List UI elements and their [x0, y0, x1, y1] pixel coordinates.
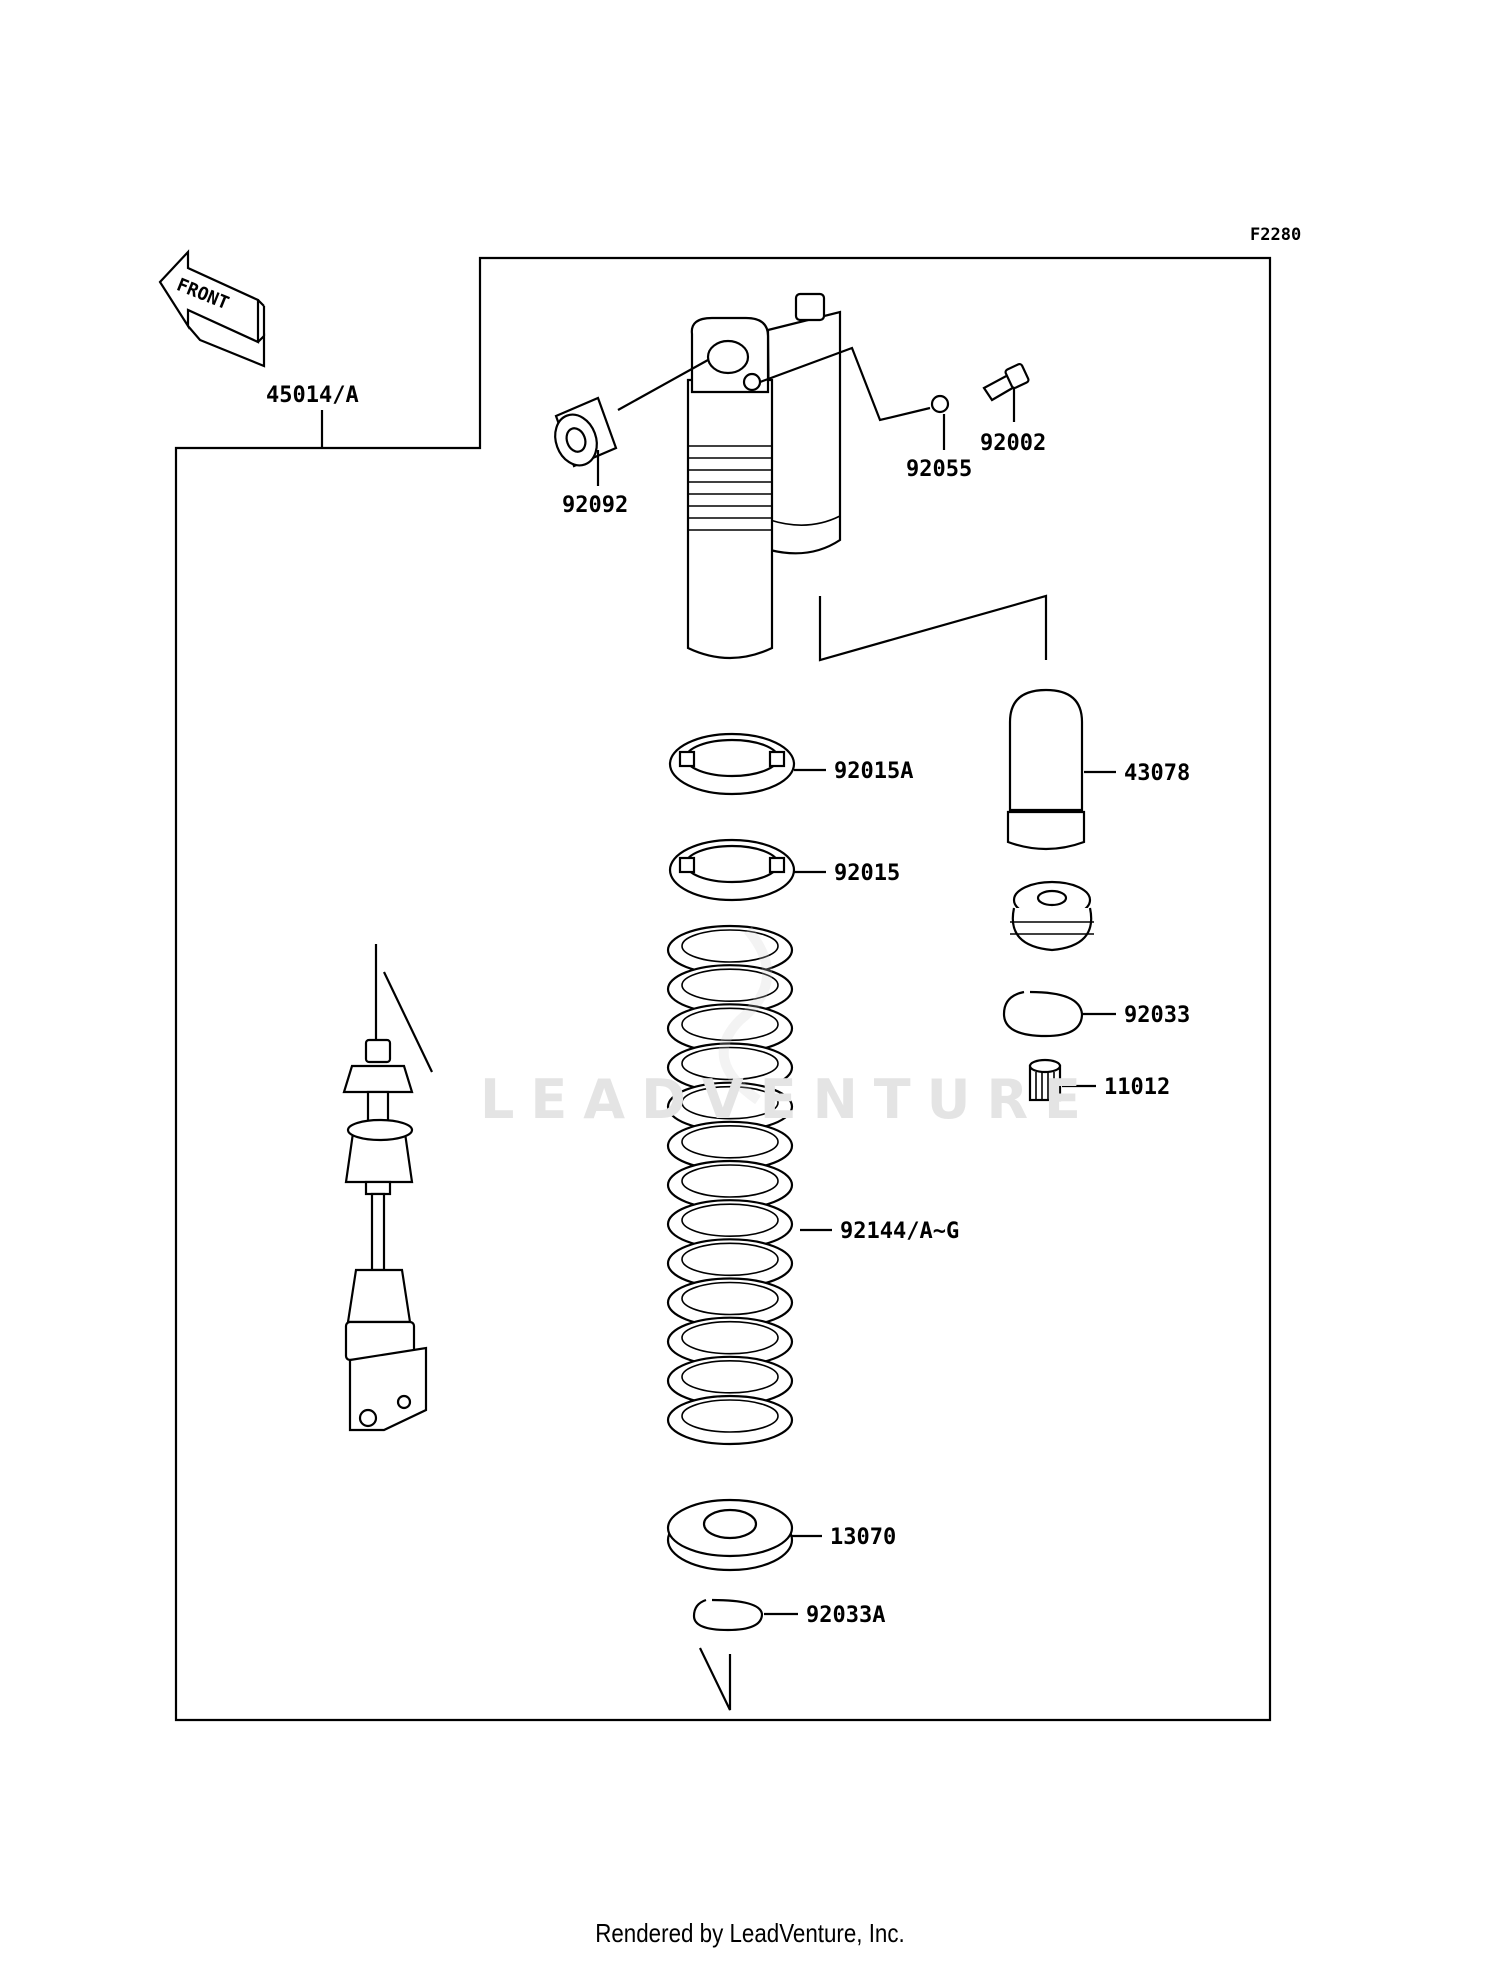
label-92055: 92055: [906, 457, 972, 482]
spring-coil-inner: [681, 1164, 779, 1198]
front-arrow-icon: FRONT: [158, 249, 266, 368]
assembly-bracket: [174, 256, 1272, 1722]
oring-92055: [759, 346, 950, 450]
watermark-logo: [718, 926, 773, 1105]
bolt-92002: [982, 363, 1030, 422]
spring-coil-inner: [681, 1085, 779, 1120]
cap-43078: [1006, 688, 1116, 851]
spring-coil-inner: [681, 1281, 779, 1316]
damper-rod-assembly: [342, 944, 433, 1432]
label-92144: 92144/A~G: [840, 1219, 959, 1244]
spring-coil-inner: [681, 1360, 779, 1394]
spring-coil-inner: [681, 1125, 779, 1159]
snapring-92033A: [692, 1598, 798, 1711]
spring-coil: [666, 1394, 794, 1446]
label-92002: 92002: [980, 431, 1046, 456]
watermark-text: LEADVENTURE: [480, 1068, 1097, 1131]
spring-92144: [666, 924, 794, 1446]
spring-coil-inner: [681, 1399, 779, 1433]
label-43078: 43078: [1124, 761, 1190, 786]
label-92015: 92015: [834, 861, 900, 886]
spring-coil-inner: [681, 968, 779, 1002]
spring-coil-inner: [681, 1007, 779, 1042]
locknut-92015A: [668, 732, 826, 796]
spring-coil-inner: [681, 1203, 779, 1237]
spring-coil-inner: [681, 1320, 779, 1355]
label-92092: 92092: [562, 493, 628, 518]
label-45014: 45014/A: [266, 383, 359, 408]
snapring-92033: [1002, 990, 1116, 1038]
diagram-code: F2280: [1250, 225, 1301, 245]
label-92015A: 92015A: [834, 759, 913, 784]
label-92033A: 92033A: [806, 1603, 885, 1628]
shock-body: [686, 292, 842, 660]
nut-92015: [668, 838, 826, 902]
footer-credit: Rendered by LeadVenture, Inc.: [595, 1918, 905, 1948]
spring-coil-inner: [681, 1046, 779, 1081]
bearing-11012: [1028, 1058, 1096, 1102]
collar-92092: [554, 359, 709, 486]
spring-coil-inner: [681, 929, 779, 963]
label-11012: 11012: [1104, 1075, 1170, 1100]
spring-coil-inner: [681, 1242, 779, 1277]
guide-13070: [666, 1498, 822, 1572]
label-13070: 13070: [830, 1525, 896, 1550]
reservoir-leader: [818, 594, 1048, 662]
bladder-cap: [1010, 880, 1094, 952]
label-92033: 92033: [1124, 1003, 1190, 1028]
